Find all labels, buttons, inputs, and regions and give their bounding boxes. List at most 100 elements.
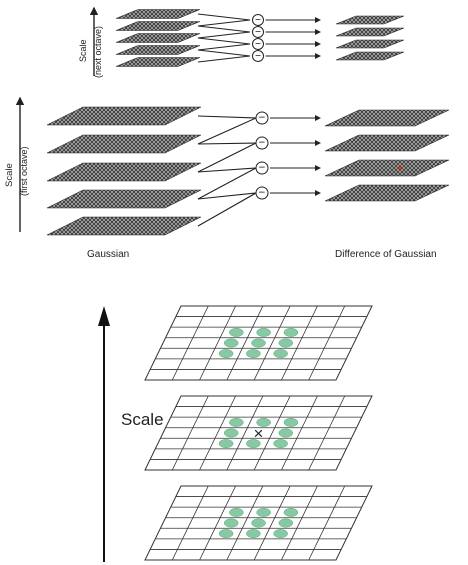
gaussian-layer: [115, 33, 201, 43]
neighbor-ellipse: [283, 507, 299, 517]
gaussian-label: Gaussian: [87, 249, 129, 260]
dog-layer: [335, 39, 405, 49]
extrema-grid-layers: ×: [144, 305, 373, 561]
neighbor-ellipse: [218, 439, 234, 449]
grid-line: [226, 305, 264, 381]
neighbor-ellipse: [251, 338, 266, 348]
minus-operator-symbol: −: [259, 112, 266, 124]
grid-line: [253, 485, 291, 561]
minus-operator-symbol: −: [259, 187, 266, 199]
grid-line: [171, 395, 209, 471]
grid-line: [199, 395, 236, 471]
neighbor-ellipse: [246, 349, 261, 359]
grid-line: [253, 305, 291, 381]
minus-operator-symbol: −: [255, 15, 261, 26]
dog-layer: [335, 51, 405, 61]
gaussian-layer: [46, 162, 202, 182]
neighbor-ellipse: [246, 439, 261, 449]
gaussian-layer: [46, 134, 202, 154]
gaussian-layer: [46, 216, 202, 236]
minus-operator-circle: [252, 38, 264, 50]
gaussian-layer: [46, 189, 202, 209]
neighbor-ellipse: [273, 439, 288, 449]
grid-line: [226, 395, 264, 471]
dog-layer: [324, 159, 450, 177]
neighbor-ellipse: [223, 518, 239, 528]
grid-line: [171, 485, 209, 561]
grid-line: [171, 305, 209, 381]
minus-operator-symbol: −: [255, 27, 261, 38]
dog-layer: [324, 184, 450, 202]
next-octave-axis-title: Scale: [78, 39, 88, 62]
next-octave-gaussian-stack: [115, 9, 201, 67]
neighbor-ellipse: [223, 338, 239, 348]
dog-layer: [335, 27, 405, 37]
next-octave-group: Scale (next octave) −−−−: [78, 6, 405, 78]
neighbor-ellipse: [256, 327, 271, 337]
first-octave-gaussian-stack: [46, 106, 202, 236]
minus-operator-circle: [255, 136, 269, 150]
grid-line: [281, 485, 318, 561]
neighbor-ellipse: [251, 518, 266, 528]
next-octave-dog-stack: [335, 15, 405, 61]
next-octave-minus-operators: −−−−: [252, 14, 321, 62]
first-octave-subtraction-lines: [197, 115, 257, 227]
neighbor-ellipse: [229, 417, 244, 427]
dog-layer: [335, 15, 405, 25]
grid-line: [308, 305, 346, 381]
first-octave-group: Scale (first octave) − − − −: [4, 96, 450, 236]
next-octave-axis-subtitle: (next octave): [93, 26, 103, 78]
grid-line: [281, 395, 318, 471]
first-octave-axis-title: Scale: [4, 163, 15, 187]
grid-line: [281, 305, 318, 381]
minus-operator-symbol: −: [255, 51, 261, 62]
neighbor-ellipse: [223, 428, 239, 438]
gaussian-layer: [115, 57, 201, 67]
neighbor-ellipse: [229, 507, 244, 517]
subtraction-line: [197, 49, 251, 63]
next-octave-subtraction-lines: [197, 13, 251, 63]
neighbor-ellipse: [278, 338, 294, 348]
grid-line: [308, 485, 346, 561]
neighbor-ellipse: [278, 518, 294, 528]
grid-line: [226, 485, 264, 561]
grid-layer: [144, 305, 373, 381]
neighbor-ellipse: [229, 327, 244, 337]
dog-layer: [324, 134, 450, 152]
grid-layer-outline: [144, 395, 373, 471]
neighbor-ellipse: [218, 349, 234, 359]
highlighted-extremum-dot: [398, 166, 402, 170]
minus-operator-circle: [252, 26, 264, 38]
first-octave-minus-operators: − − − −: [255, 111, 321, 200]
grid-line: [308, 395, 346, 471]
neighbor-ellipse: [256, 507, 271, 517]
first-octave-axis-subtitle: (first octave): [19, 146, 29, 196]
subtraction-line: [197, 25, 251, 39]
minus-operator-circle: [255, 111, 269, 125]
gaussian-layer: [46, 106, 202, 126]
subtraction-line: [197, 142, 257, 173]
grid-line: [199, 305, 236, 381]
minus-operator-symbol: −: [259, 137, 266, 149]
grid-line: [199, 485, 236, 561]
neighbor-ellipse: [278, 428, 294, 438]
grid-layer: ×: [144, 395, 373, 471]
neighbor-ellipse: [246, 529, 261, 539]
gaussian-layer: [115, 45, 201, 55]
sample-point-marker: ×: [254, 424, 264, 443]
grid-line: [253, 395, 291, 471]
neighbor-ellipse: [256, 417, 271, 427]
neighbor-ellipse: [273, 349, 288, 359]
gaussian-layer: [115, 9, 201, 19]
subtraction-line: [197, 13, 251, 27]
bottom-scale-label: Scale: [121, 410, 164, 429]
grid-layer: [144, 485, 373, 561]
minus-operator-symbol: −: [255, 39, 261, 50]
first-octave-dog-stack: [324, 109, 450, 202]
subtraction-line: [197, 115, 257, 145]
minus-operator-circle: [252, 14, 264, 26]
minus-operator-symbol: −: [259, 162, 266, 174]
dog-layer: [324, 109, 450, 127]
neighbor-ellipse: [283, 417, 299, 427]
